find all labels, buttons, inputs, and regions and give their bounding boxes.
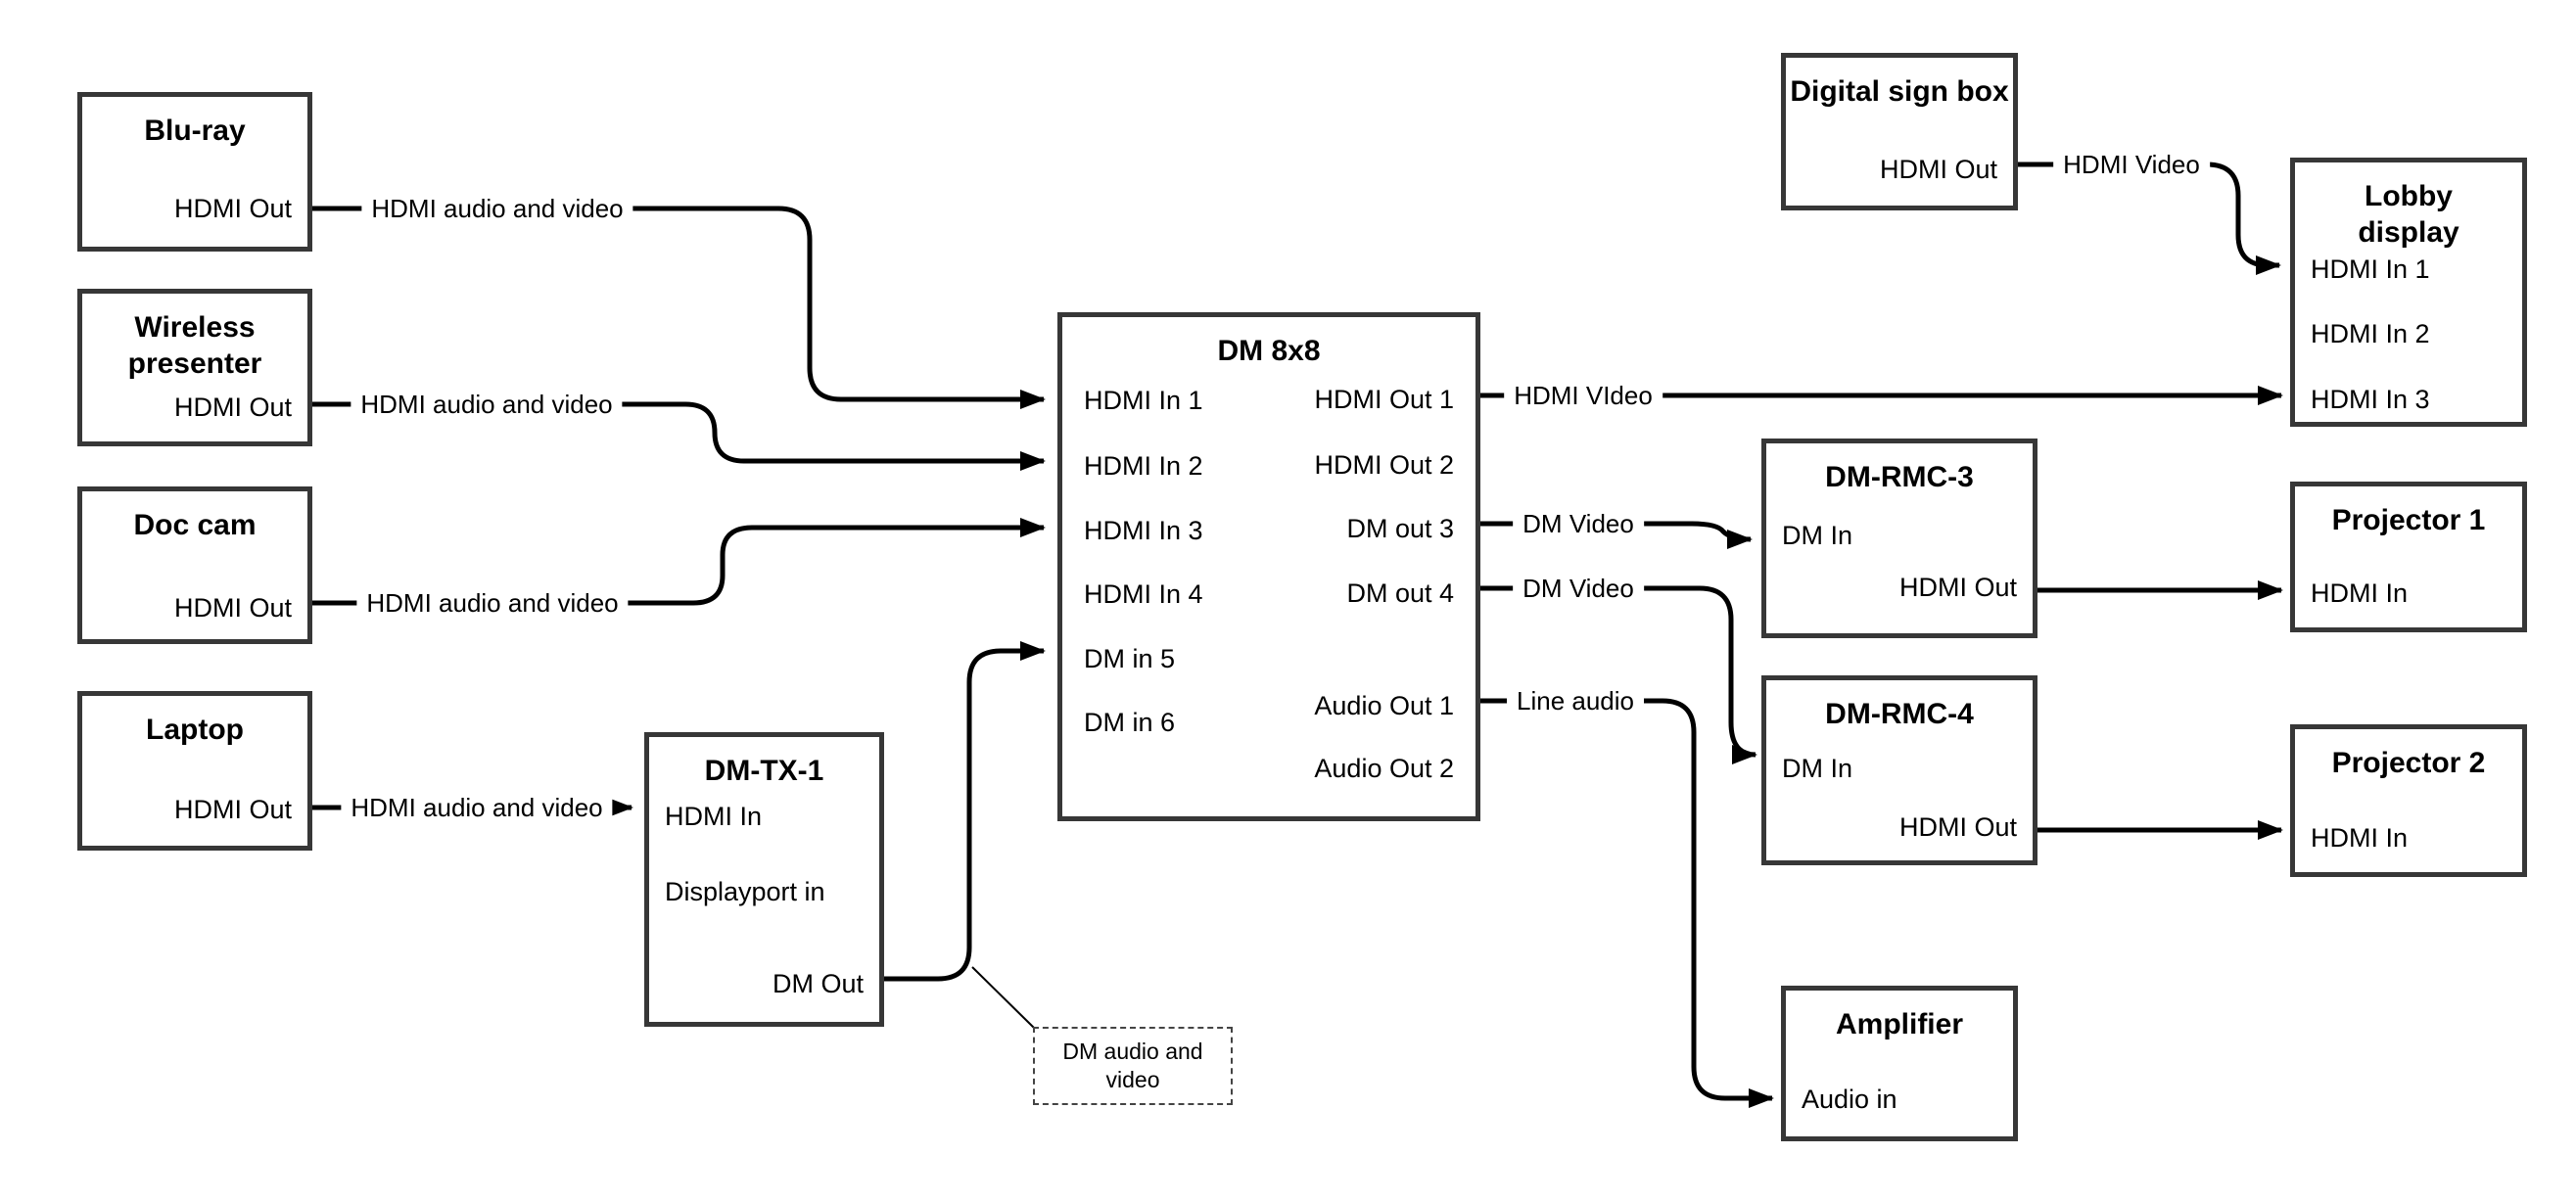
port-lobby-hdmi-in-3: HDMI In 3 — [2311, 385, 2430, 414]
edge-bluray-to-dm8x8-hdmi-in-1 — [312, 206, 1046, 409]
edge-label-hdmi-video-out1: HDMI VIdeo — [1504, 380, 1663, 411]
node-title-dm-rmc-4: DM-RMC-4 — [1825, 698, 1974, 730]
edge-dm8x8-audio-out-1-to-amplifier — [1480, 698, 1774, 1108]
annotation-callout-line — [971, 966, 1035, 1029]
node-title-projector-2: Projector 2 — [2331, 747, 2486, 779]
node-wireless-presenter: Wireless presenter HDMI Out — [77, 289, 312, 446]
port-digitalsign-hdmi-out: HDMI Out — [1879, 155, 1997, 184]
edge-doccam-to-dm8x8-hdmi-in-3 — [312, 518, 1046, 606]
port-dm8x8-hdmi-in-1: HDMI In 1 — [1084, 386, 1203, 415]
port-dm8x8-dm-in-5: DM in 5 — [1084, 644, 1176, 673]
node-projector-2: Projector 2 HDMI In — [2290, 724, 2527, 877]
node-dm-rmc-4: DM-RMC-4 DM In HDMI Out — [1761, 675, 2037, 865]
edge-label-wireless-hdmi-av: HDMI audio and video — [351, 389, 623, 420]
port-amplifier-audio-in: Audio in — [1802, 1085, 1897, 1114]
node-projector-1: Projector 1 HDMI In — [2290, 482, 2527, 632]
node-title-projector-1: Projector 1 — [2331, 504, 2486, 536]
node-title-laptop: Laptop — [146, 714, 244, 746]
node-title-dm-8x8: DM 8x8 — [1217, 335, 1321, 367]
edge-label-doccam-hdmi-av: HDMI audio and video — [356, 587, 629, 619]
port-dm8x8-dm-in-6: DM in 6 — [1084, 708, 1176, 737]
port-dm8x8-audio-out-1: Audio Out 1 — [1314, 691, 1454, 720]
port-dm8x8-dm-out-3: DM out 3 — [1346, 514, 1454, 543]
port-wireless-hdmi-out: HDMI Out — [173, 393, 292, 422]
port-dmrmc4-dm-in: DM In — [1782, 754, 1853, 783]
edge-label-hdmi-video-sign: HDMI Video — [2053, 149, 2210, 180]
port-dmtx1-hdmi-in: HDMI In — [665, 802, 763, 831]
port-dmtx1-displayport-in: Displayport in — [665, 877, 825, 906]
edge-wireless-to-dm8x8-hdmi-in-2 — [312, 401, 1046, 471]
port-lobby-hdmi-in-2: HDMI In 2 — [2311, 319, 2430, 348]
edge-label-line-audio: Line audio — [1507, 685, 1644, 716]
port-laptop-hdmi-out: HDMI Out — [173, 795, 292, 824]
node-title-bluray: Blu-ray — [144, 115, 246, 147]
node-title-lobby-display: Lobby display — [2358, 180, 2459, 249]
edge-label-bluray-hdmi-av: HDMI audio and video — [361, 193, 633, 224]
port-dm8x8-hdmi-out-2: HDMI Out 2 — [1314, 450, 1454, 480]
node-digital-sign-box: Digital sign box HDMI Out — [1781, 53, 2018, 210]
edge-dm8x8-dm-out-3-to-dmrmc3-dm-in — [1480, 521, 1753, 549]
port-proj2-hdmi-in: HDMI In — [2311, 823, 2409, 853]
node-doc-cam: Doc cam HDMI Out — [77, 486, 312, 644]
node-title-digital-sign-box: Digital sign box — [1790, 75, 2009, 108]
port-dmrmc3-hdmi-out: HDMI Out — [1898, 573, 2017, 602]
node-amplifier: Amplifier Audio in — [1781, 986, 2018, 1141]
port-bluray-hdmi-out: HDMI Out — [173, 194, 292, 223]
node-title-wireless-presenter: Wireless presenter — [127, 311, 262, 380]
port-doccam-hdmi-out: HDMI Out — [173, 593, 292, 623]
port-dm8x8-hdmi-out-1: HDMI Out 1 — [1314, 385, 1454, 414]
node-laptop: Laptop HDMI Out — [77, 691, 312, 851]
port-dmtx1-dm-out: DM Out — [772, 969, 864, 998]
edge-label-dm-video-out4: DM Video — [1513, 573, 1644, 604]
node-lobby-display: Lobby display HDMI In 1 HDMI In 2 HDMI I… — [2290, 158, 2527, 427]
node-dm-rmc-3: DM-RMC-3 DM In HDMI Out — [1761, 439, 2037, 638]
port-lobby-hdmi-in-1: HDMI In 1 — [2311, 254, 2430, 284]
edge-label-dm-video-out3: DM Video — [1513, 508, 1644, 539]
edge-dmtx1-dm-out-to-dm8x8-dm-in-5 — [884, 641, 1046, 982]
node-title-dm-tx-1: DM-TX-1 — [704, 755, 824, 787]
node-title-doc-cam: Doc cam — [133, 509, 257, 541]
node-dm-8x8: DM 8x8 HDMI In 1 HDMI In 2 HDMI In 3 HDM… — [1057, 312, 1480, 821]
node-title-dm-rmc-3: DM-RMC-3 — [1825, 461, 1974, 493]
annotation-dm-audio-video: DM audio and video — [1033, 1027, 1233, 1105]
port-dm8x8-hdmi-in-3: HDMI In 3 — [1084, 516, 1203, 545]
port-proj1-hdmi-in: HDMI In — [2311, 578, 2409, 608]
port-dm8x8-hdmi-in-2: HDMI In 2 — [1084, 451, 1203, 481]
node-title-amplifier: Amplifier — [1835, 1008, 1964, 1040]
port-dm8x8-audio-out-2: Audio Out 2 — [1314, 754, 1454, 783]
edge-dm8x8-dm-out-4-to-dmrmc4-dm-in — [1480, 585, 1757, 764]
node-bluray: Blu-ray HDMI Out — [77, 92, 312, 252]
port-dm8x8-hdmi-in-4: HDMI In 4 — [1084, 579, 1203, 609]
port-dmrmc3-dm-in: DM In — [1782, 521, 1853, 550]
port-dmrmc4-hdmi-out: HDMI Out — [1898, 812, 2017, 842]
edge-label-laptop-hdmi-av: HDMI audio and video — [341, 792, 613, 823]
node-dm-tx-1: DM-TX-1 HDMI In Displayport in DM Out — [644, 732, 884, 1027]
edge-digitalsign-to-lobby-hdmi-in-1 — [2018, 162, 2281, 275]
port-dm8x8-dm-out-4: DM out 4 — [1346, 578, 1454, 608]
